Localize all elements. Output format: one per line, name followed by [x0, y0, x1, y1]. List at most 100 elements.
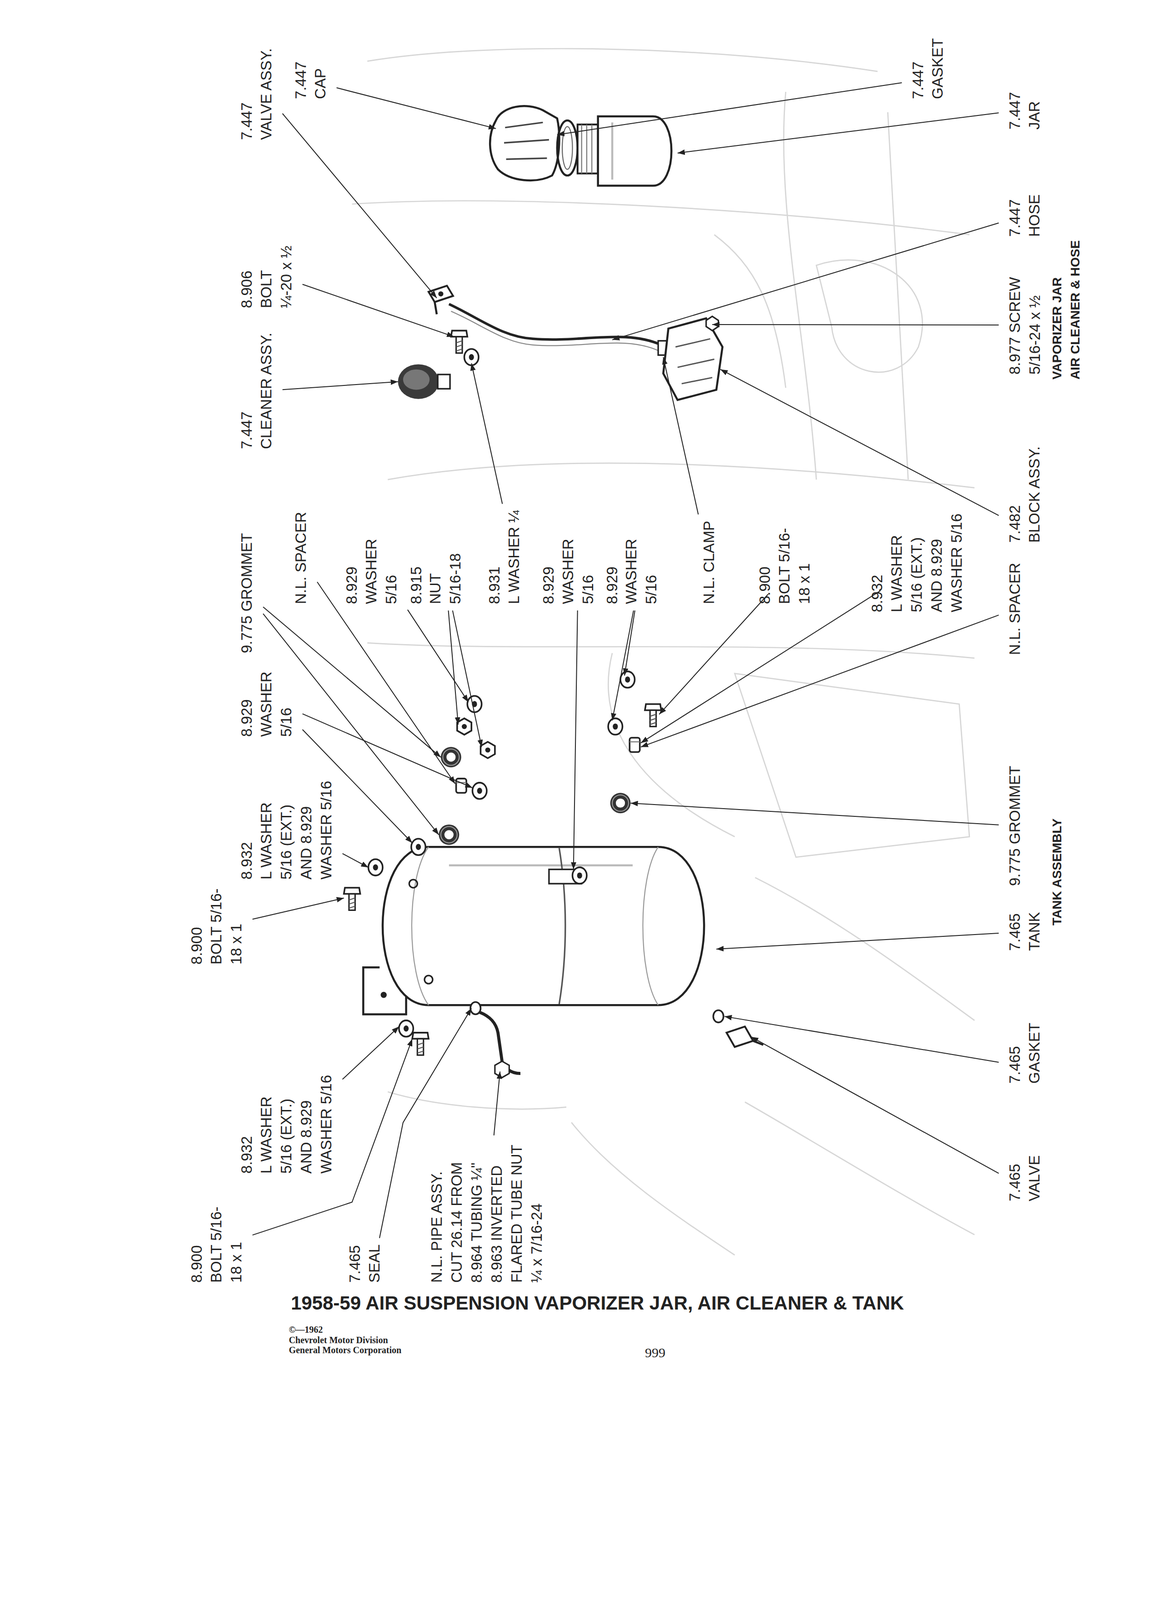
part-name: NUT 5/16-18: [425, 549, 466, 605]
cap-detail: [504, 122, 550, 160]
part-name: SEAL: [364, 1244, 385, 1283]
washer: [608, 718, 623, 735]
sketch-line: [387, 1091, 567, 1110]
valve-stem: [434, 301, 437, 315]
part-name: 8.977 SCREW 5/16-24 x ½: [1004, 275, 1045, 375]
valve-assembly: [428, 285, 454, 315]
callout-number: 7.465: [1004, 913, 1025, 952]
part-name: HOSE: [1024, 194, 1045, 237]
jar-neck: [577, 124, 599, 174]
callout-number: 7.447: [908, 61, 929, 100]
part-name: BLOCK ASSY.: [1024, 446, 1045, 543]
pipe-seal: [470, 1001, 481, 1015]
part-name: BOLT 5/16-18 x 1: [206, 886, 247, 965]
part-name: JAR: [1024, 101, 1045, 130]
leader-line: [336, 87, 497, 129]
diagram-title: 1958-59 AIR SUSPENSION VAPORIZER JAR, AI…: [290, 1291, 905, 1315]
sketch-line: [367, 48, 878, 72]
washer: [368, 859, 383, 876]
jar-highlight: [611, 122, 614, 180]
block-detail: [675, 338, 715, 384]
bolt: [412, 1032, 429, 1055]
leader-line: [342, 1026, 400, 1080]
callout-number: 7.447: [1004, 199, 1025, 237]
part-name: 9.775 GROMMET: [1004, 765, 1025, 886]
bolt: [344, 887, 361, 910]
callout-number: 8.900: [754, 566, 775, 605]
leader-line: [612, 222, 999, 340]
valve-gasket: [713, 1009, 724, 1023]
tank-fitting: [409, 879, 418, 888]
leader-line: [494, 1071, 500, 1136]
leader-line: [252, 1039, 413, 1236]
nut: [457, 718, 472, 735]
tank-valve: [713, 1009, 764, 1047]
part-name: WASHER 5/16: [361, 534, 402, 605]
leader-line: [612, 610, 634, 721]
tank-seam: [411, 846, 429, 1005]
leader-line: [471, 363, 503, 504]
cap-outline: [489, 105, 560, 181]
sketch-line: [714, 234, 786, 388]
callout-number: 7.465: [1004, 1046, 1025, 1085]
chassis-sketch: [352, 48, 975, 1255]
bolt: [644, 704, 662, 727]
cleaner-body: [398, 364, 440, 399]
leader-line: [407, 609, 469, 702]
bracket-hole: [380, 991, 387, 998]
cleaner-stem: [437, 374, 450, 389]
leader-line: [252, 898, 345, 920]
washer: [472, 782, 487, 800]
leader-line: [712, 324, 999, 325]
callout-number: 8.931: [484, 566, 505, 605]
screw-head: [706, 316, 719, 331]
tube-nut: [494, 1061, 510, 1078]
part-name: N.L. PIPE ASSY. CUT 26.14 FROM 8.964 TUB…: [426, 1141, 547, 1283]
washer: [620, 671, 635, 688]
hose-line: [450, 311, 660, 352]
washer: [572, 867, 587, 884]
callout-number: 7.447: [290, 61, 311, 100]
valve-body: [428, 285, 454, 303]
callout-number: 8.932: [236, 1135, 257, 1174]
callout-number: 7.465: [344, 1245, 365, 1284]
grommet: [610, 792, 631, 814]
part-name: WASHER 5/16: [621, 534, 662, 605]
section-heading: AIR CLEANER & HOSE: [1066, 240, 1085, 380]
sketch-line: [387, 463, 975, 488]
callout-number: 7.447: [236, 411, 257, 450]
jar-cap: [489, 105, 560, 181]
sketch-line: [608, 653, 735, 837]
sketch-line: [783, 91, 817, 480]
tank-fitting: [424, 975, 433, 984]
part-name: TANK: [1024, 912, 1045, 952]
sketch-line: [744, 1101, 975, 1235]
part-name: GASKET: [1024, 1022, 1045, 1084]
grommet: [440, 746, 462, 768]
callout-number: 8.929: [602, 566, 623, 605]
part-name: L WASHER ¼: [504, 509, 525, 605]
part-name: L WASHER 5/16 (EXT.) AND 8.929 WASHER 5/…: [256, 1071, 337, 1174]
spacer: [456, 778, 467, 793]
jar-thread: [581, 124, 592, 174]
leader-line: [282, 113, 437, 299]
grommet: [438, 824, 460, 845]
washer: [464, 349, 479, 366]
leader-line: [282, 381, 399, 390]
leader-line: [750, 1036, 999, 1174]
section-heading: VAPORIZER JAR: [1048, 277, 1067, 380]
part-name: BOLT ¼-20 x ½: [256, 242, 297, 309]
part-name: N.L. SPACER: [290, 511, 311, 605]
leader-line: [302, 713, 473, 788]
valve-body: [726, 1026, 754, 1047]
callout-number: 8.929: [341, 566, 362, 605]
callout-number: 8.929: [538, 566, 559, 605]
air-hose: [449, 304, 668, 355]
callout-number: 7.482: [1004, 505, 1025, 544]
callout-number: 7.447: [1004, 92, 1025, 130]
leader-line: [640, 590, 881, 744]
tank-bracket: [363, 967, 406, 1015]
callout-number: 8.915: [406, 566, 427, 605]
leader-line: [452, 610, 482, 747]
